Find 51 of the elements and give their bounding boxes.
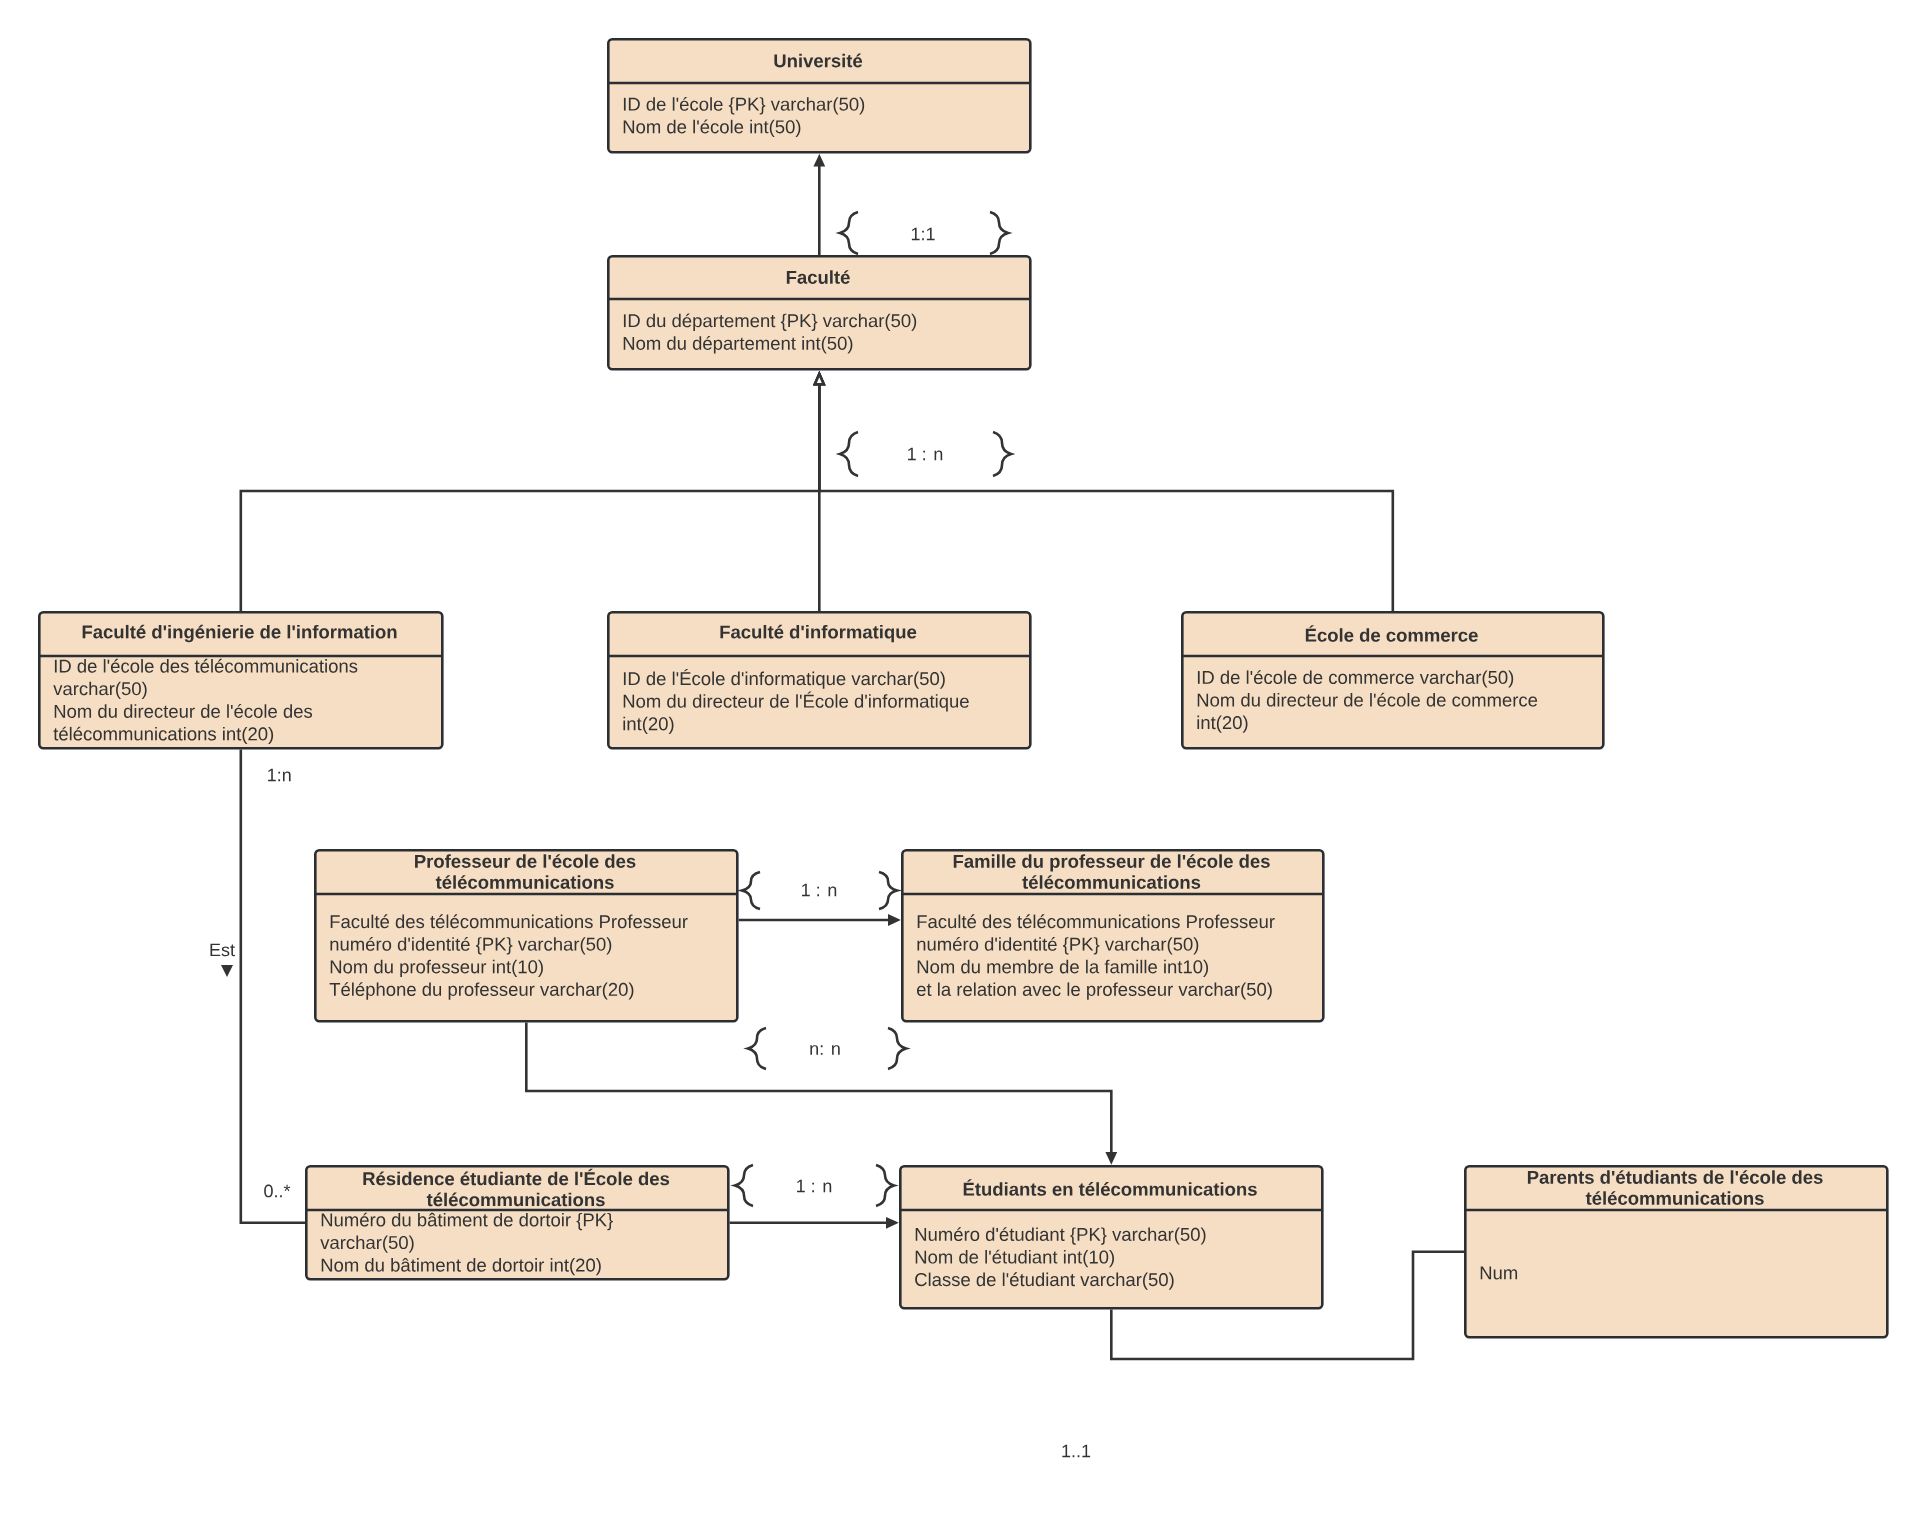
entity-box: [1181, 611, 1605, 750]
attribute-text: Nom du directeur de l'école des télécommunications int(20): [53, 704, 313, 745]
entity-title: Résidence étudiante de l'École des télécommunications: [363, 1168, 670, 1207]
entity-title: Université: [774, 53, 863, 68]
entity-box: [607, 255, 1032, 371]
attribute-text: Nom du directeur de l'école de commerce int(20): [1197, 692, 1538, 733]
cardinality-label: 1 : n: [794, 1178, 834, 1194]
entity-title: Parents d'étudiants de l'école des télécommunications: [1527, 1170, 1823, 1205]
attribute-text: Nom du professeur int(10): [330, 959, 543, 978]
cardinality-label: 1..1: [1059, 1443, 1093, 1459]
entity-box: [38, 611, 444, 750]
cardinality-label: n: n: [807, 1043, 843, 1057]
cardinality-label: 1 : n: [905, 446, 945, 462]
entity-box: [305, 1165, 730, 1281]
attribute-text: ID du département {PK} varchar(50): [623, 313, 917, 331]
entity-title: Faculté d'ingénierie de l'information: [82, 624, 397, 643]
entity-title: Famille du professeur de l'école des télécommunications: [953, 854, 1270, 889]
cardinality-label: 0..*: [262, 1183, 292, 1199]
attribute-text: Nom de l'étudiant int(10): [915, 1249, 1114, 1268]
entity-box: [1464, 1165, 1889, 1339]
attribute-text: ID de l'école {PK} varchar(50): [623, 96, 865, 115]
edge-label: Est: [207, 942, 237, 958]
attribute-text: Numéro du bâtiment de dortoir {PK} varchar(50): [320, 1212, 613, 1253]
attribute-text: Faculté des télécommunications Professeur numéro d'identité {PK} varchar(50): [330, 914, 688, 955]
attribute-text: ID de l'École d'informatique varchar(50): [623, 668, 945, 689]
cardinality-label: 1:n: [265, 767, 294, 783]
attribute-text: Nom du directeur de l'École d'informatique int(20): [623, 691, 969, 735]
entity-box: [607, 611, 1032, 750]
attribute-text: ID de l'école des télécommunications varchar(50): [53, 658, 358, 699]
entity-box: [899, 1165, 1324, 1310]
entity-title: École de commerce: [1305, 625, 1478, 642]
attribute-text: Téléphone du professeur varchar(20): [329, 982, 634, 1000]
attribute-text: Nom du membre de la famille int10): [917, 959, 1209, 977]
entity-title: Professeur de l'école des télécommunications: [415, 854, 636, 889]
entity-title: Faculté: [786, 270, 850, 284]
cardinality-label: 1 : n: [799, 882, 839, 898]
attribute-text: ID de l'école de commerce varchar(50): [1197, 670, 1514, 688]
attribute-text: Numéro d'étudiant {PK} varchar(50): [915, 1227, 1206, 1245]
entity-box: [314, 849, 739, 1023]
attribute-text: et la relation avec le professeur varchar(50): [917, 982, 1272, 1000]
entity-box: [607, 38, 1032, 154]
attribute-text: Classe de l'étudiant varchar(50): [915, 1272, 1174, 1290]
attribute-text: Num: [1480, 1266, 1518, 1280]
entity-box: [901, 849, 1325, 1023]
attribute-text: Faculté des télécommunications Professeur numéro d'identité {PK} varchar(50): [917, 914, 1275, 955]
cardinality-label: 1:1: [909, 226, 937, 242]
attribute-text: Nom du bâtiment de dortoir int(20): [321, 1258, 601, 1276]
entity-title: Étudiants en télécommunications: [963, 1179, 1257, 1196]
entity-title: Faculté d'informatique: [720, 624, 917, 643]
attribute-text: Nom de l'école int(50): [623, 119, 801, 137]
attribute-text: Nom du département int(50): [623, 336, 853, 354]
